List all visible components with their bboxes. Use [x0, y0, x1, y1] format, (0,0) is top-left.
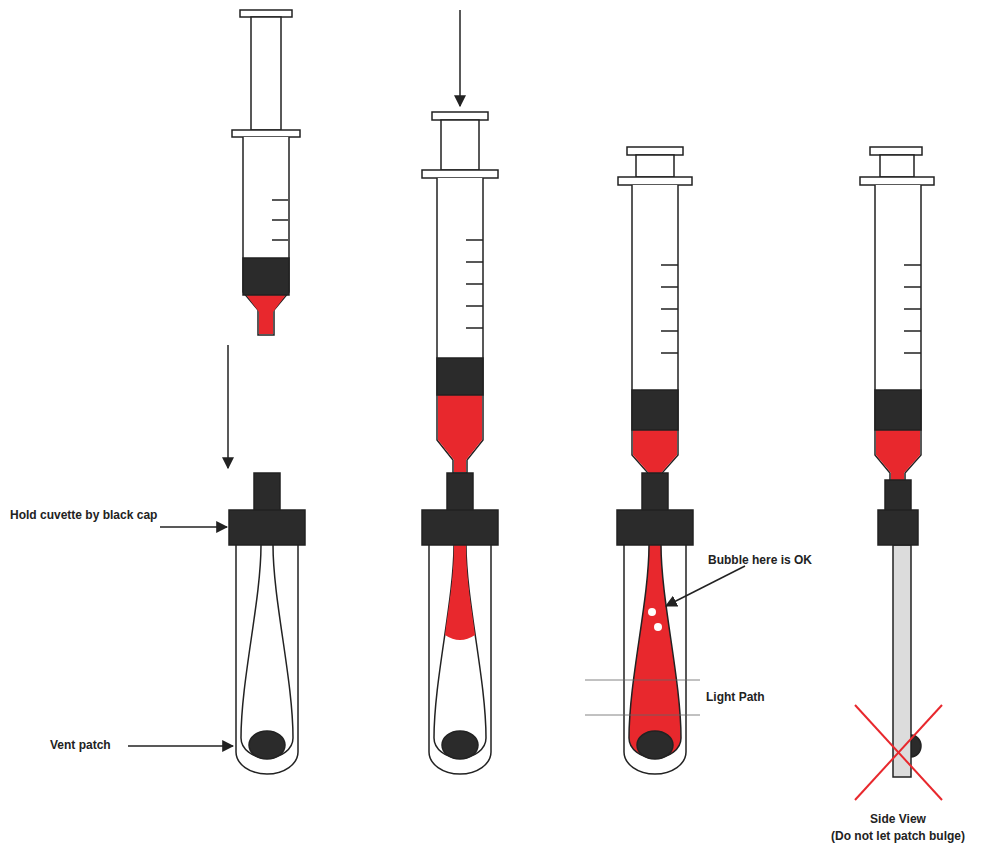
note-label: Bubble here is OK: [708, 553, 848, 568]
cuvette: [229, 473, 305, 774]
note-label: (Do not let patch bulge): [818, 829, 978, 844]
syringe: [232, 10, 300, 335]
syringe: [618, 147, 692, 478]
syringe: [860, 147, 934, 482]
cuvette-side-view: [855, 480, 942, 800]
part-label: Vent patch: [50, 738, 126, 753]
view-label: Side View: [838, 812, 958, 827]
part-label: Light Path: [706, 690, 806, 705]
syringe: [422, 112, 498, 473]
instruction-label: Hold cuvette by black cap: [10, 508, 158, 523]
cuvette: [617, 473, 693, 774]
cuvette: [422, 473, 498, 774]
